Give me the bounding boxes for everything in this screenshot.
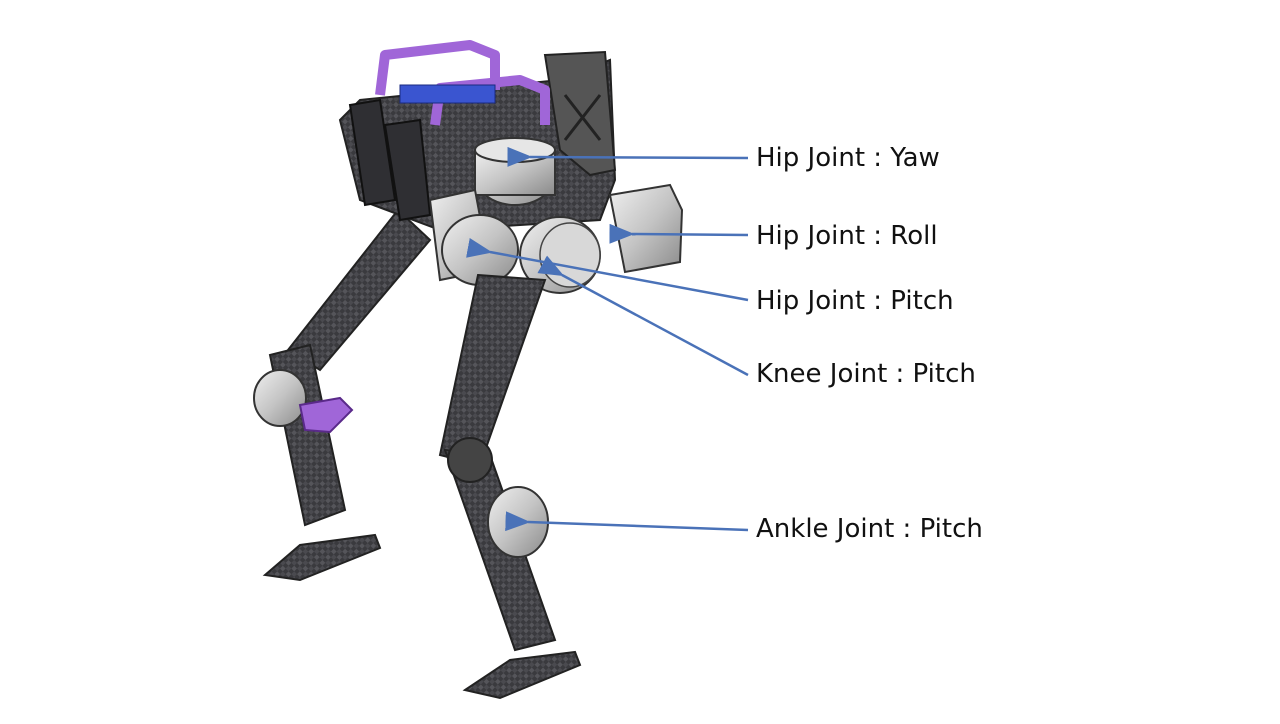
arrow-hip-roll — [609, 223, 749, 244]
arrow-ankle-pitch — [505, 511, 749, 532]
arrow-hip-yaw — [507, 146, 749, 167]
label-ankle-pitch: Ankle Joint : Pitch — [756, 514, 983, 544]
torso — [338, 40, 684, 294]
label-hip-yaw: Hip Joint : Yaw — [756, 143, 940, 173]
front-leg — [438, 273, 582, 700]
rear-leg — [253, 208, 432, 582]
label-hip-roll: Hip Joint : Roll — [756, 221, 938, 251]
label-knee-pitch: Knee Joint : Pitch — [756, 359, 976, 389]
callout-arrows — [466, 146, 749, 532]
arrow-hip-pitch — [466, 238, 749, 302]
label-hip-pitch: Hip Joint : Pitch — [756, 286, 954, 316]
arrow-knee-pitch — [537, 255, 749, 377]
